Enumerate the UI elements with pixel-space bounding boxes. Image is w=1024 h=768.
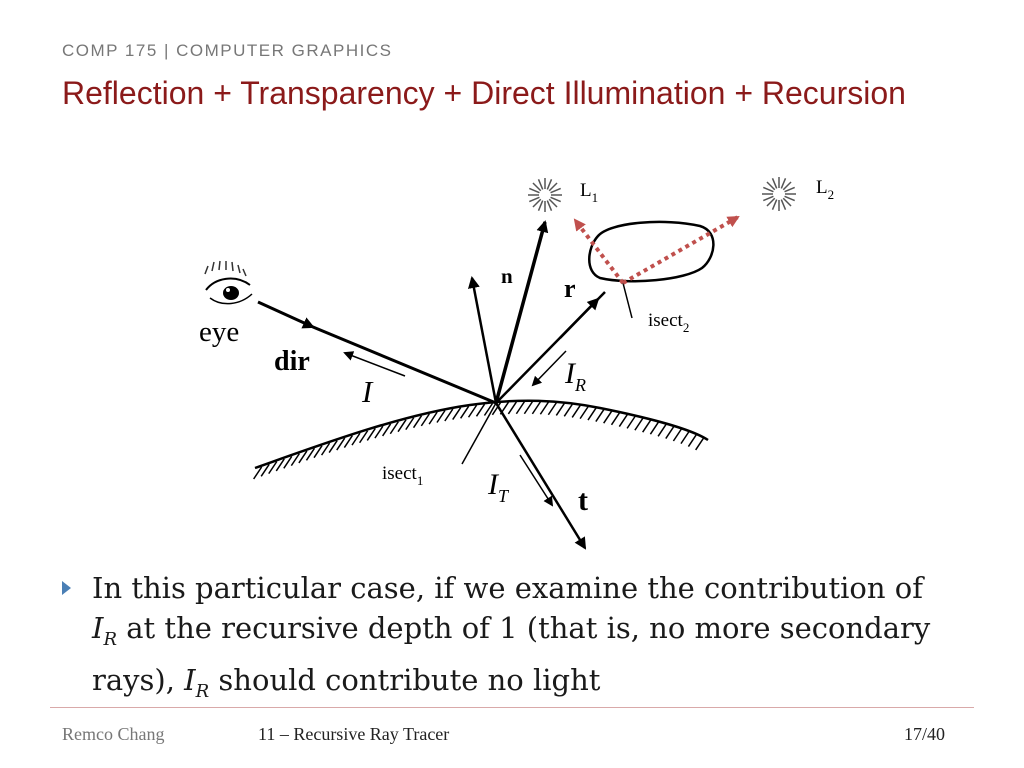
intensity-i-arrow <box>343 351 406 377</box>
isect2-pointer <box>622 282 633 319</box>
bullet-text: In this particular case, if we examine t… <box>92 571 931 702</box>
light-source-l2-icon <box>762 177 796 211</box>
r-arrow <box>559 297 600 339</box>
ir-arrow <box>531 350 567 387</box>
footer-page-number: 17/40 <box>904 724 946 744</box>
course-header: COMP 175 | COMPUTER GRAPHICS <box>62 41 393 60</box>
it-arrow <box>519 454 554 507</box>
label-isect1: isect1 <box>382 463 423 488</box>
label-it: IT <box>487 468 510 506</box>
footer-divider <box>50 707 974 708</box>
slide-title: Reflection + Transparency + Direct Illum… <box>62 75 906 111</box>
dir-ray-tail <box>312 325 497 405</box>
label-l2: L2 <box>816 177 834 202</box>
eye-icon <box>204 260 253 305</box>
label-r: r <box>564 274 576 303</box>
label-dir: dir <box>274 346 310 377</box>
label-ir: IR <box>564 357 586 395</box>
shadow-ray-l2 <box>622 215 740 285</box>
label-l1: L1 <box>580 180 598 205</box>
bullet-triangle-icon <box>62 581 71 595</box>
secondary-object <box>588 220 715 283</box>
surface-hatching <box>253 401 705 480</box>
surface-curve <box>254 399 709 470</box>
label-i: I <box>361 374 374 409</box>
math-ir-1: IR <box>92 611 118 650</box>
footer-author: Remco Chang <box>62 724 165 744</box>
transmitted-ray <box>494 402 587 550</box>
footer-lecture-title: 11 – Recursive Ray Tracer <box>258 724 450 744</box>
reflect-guide-vector <box>467 276 498 404</box>
dir-ray <box>257 300 315 329</box>
label-isect2: isect2 <box>648 310 689 335</box>
shadow-ray-l1 <box>573 218 625 285</box>
normal-vector <box>494 220 549 404</box>
label-n: n <box>501 264 513 288</box>
isect1-pointer <box>461 402 497 465</box>
label-t: t <box>578 484 588 517</box>
label-eye: eye <box>199 316 239 348</box>
math-ir-2: IR <box>184 662 210 702</box>
light-source-l1-icon <box>528 178 562 212</box>
